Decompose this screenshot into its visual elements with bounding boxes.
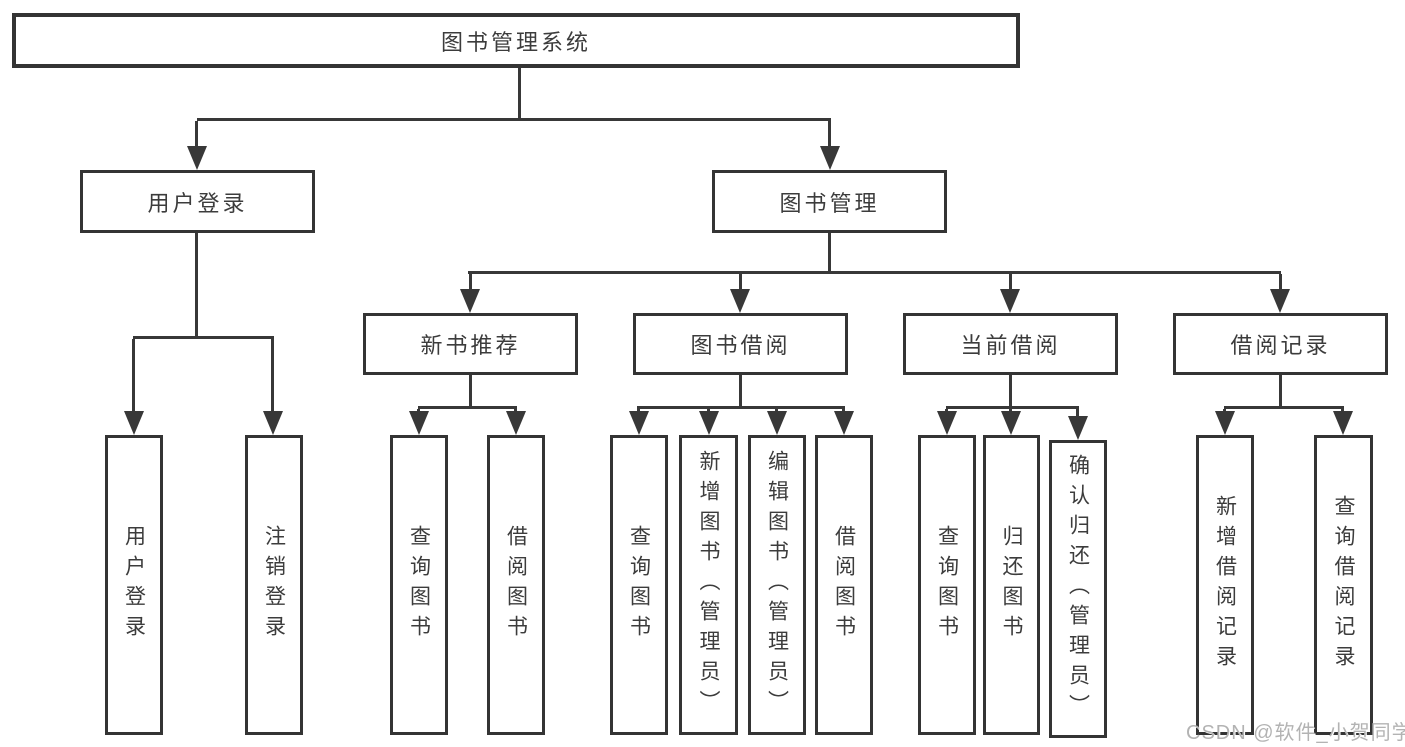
connector-line <box>946 406 1079 409</box>
arrow-down-icon <box>1270 289 1290 313</box>
leaf-query-books-1-label: 查询图书 <box>407 525 431 645</box>
leaf-borrow-books-2-label: 借阅图书 <box>832 525 856 645</box>
connector-line <box>637 406 845 409</box>
node-book-borrowing-label: 图书借阅 <box>690 333 791 358</box>
leaf-borrow-books-1-label: 借阅图书 <box>504 525 528 645</box>
leaf-add-books-admin-label: 新增图书（管理员） <box>697 450 720 720</box>
connector-line <box>418 406 517 409</box>
node-current-borrowing: 当前借阅 <box>903 313 1118 375</box>
connector-line <box>132 339 135 413</box>
connector-line <box>1009 274 1012 292</box>
node-root-label: 图书管理系统 <box>440 29 591 55</box>
watermark: CSDN @软件_小贺同学 <box>1186 722 1405 744</box>
connector-line <box>469 274 472 292</box>
connector-line <box>518 68 521 118</box>
connector-line <box>1009 375 1012 409</box>
arrow-down-icon <box>629 411 649 435</box>
leaf-logout-label: 注销登录 <box>262 525 286 645</box>
leaf-query-books-3-label: 查询图书 <box>935 525 959 645</box>
node-new-book-recommend: 新书推荐 <box>363 313 578 375</box>
leaf-edit-books-admin: 编辑图书（管理员） <box>748 435 806 735</box>
leaf-confirm-return-admin: 确认归还（管理员） <box>1049 440 1107 738</box>
connector-line <box>739 274 742 292</box>
leaf-query-books-2: 查询图书 <box>610 435 668 735</box>
leaf-return-books: 归还图书 <box>983 435 1040 735</box>
node-book-management: 图书管理 <box>712 170 947 233</box>
connector-line <box>195 233 198 339</box>
arrow-down-icon <box>1001 411 1021 435</box>
arrow-down-icon <box>730 289 750 313</box>
arrow-down-icon <box>699 411 719 435</box>
leaf-user-login-label: 用户登录 <box>122 525 146 645</box>
leaf-query-books-3: 查询图书 <box>918 435 976 735</box>
connector-line <box>828 121 831 149</box>
leaf-add-borrow-record-label: 新增借阅记录 <box>1213 495 1237 675</box>
leaf-add-borrow-record: 新增借阅记录 <box>1196 435 1254 735</box>
connector-line <box>469 375 472 409</box>
node-borrow-records: 借阅记录 <box>1173 313 1388 375</box>
node-user-login-branch-label: 用户登录 <box>147 190 248 216</box>
connector-line <box>828 233 831 274</box>
arrow-down-icon <box>409 411 429 435</box>
connector-line <box>739 375 742 409</box>
arrow-down-icon <box>1068 416 1088 440</box>
leaf-user-login: 用户登录 <box>105 435 163 735</box>
leaf-query-books-1: 查询图书 <box>390 435 448 735</box>
leaf-borrow-books-1: 借阅图书 <box>487 435 545 735</box>
arrow-down-icon <box>1000 289 1020 313</box>
arrow-down-icon <box>124 411 144 435</box>
arrow-down-icon <box>187 146 207 170</box>
leaf-return-books-label: 归还图书 <box>1000 525 1023 645</box>
leaf-borrow-books-2: 借阅图书 <box>815 435 873 735</box>
connector-line <box>468 271 1281 274</box>
node-book-borrowing: 图书借阅 <box>633 313 848 375</box>
arrow-down-icon <box>820 146 840 170</box>
arrow-down-icon <box>834 411 854 435</box>
node-root: 图书管理系统 <box>12 13 1020 68</box>
connector-line <box>1279 375 1282 409</box>
arrow-down-icon <box>1215 411 1235 435</box>
connector-line <box>1076 409 1079 419</box>
leaf-logout: 注销登录 <box>245 435 303 735</box>
connector-line <box>195 121 198 149</box>
leaf-add-books-admin: 新增图书（管理员） <box>679 435 738 735</box>
connector-line <box>197 118 831 121</box>
node-current-borrowing-label: 当前借阅 <box>960 333 1061 358</box>
node-borrow-records-label: 借阅记录 <box>1230 333 1331 358</box>
leaf-query-borrow-record: 查询借阅记录 <box>1314 435 1373 735</box>
connector-line <box>1279 274 1282 292</box>
arrow-down-icon <box>506 411 526 435</box>
leaf-edit-books-admin-label: 编辑图书（管理员） <box>765 450 789 720</box>
arrow-down-icon <box>767 411 787 435</box>
arrow-down-icon <box>937 411 957 435</box>
node-user-login-branch: 用户登录 <box>80 170 315 233</box>
leaf-confirm-return-admin-label: 确认归还（管理员） <box>1066 454 1090 724</box>
node-book-management-label: 图书管理 <box>779 190 880 216</box>
leaf-query-books-2-label: 查询图书 <box>627 525 651 645</box>
arrow-down-icon <box>1333 411 1353 435</box>
arrow-down-icon <box>263 411 283 435</box>
leaf-query-borrow-record-label: 查询借阅记录 <box>1332 495 1355 675</box>
node-new-book-recommend-label: 新书推荐 <box>420 333 521 358</box>
connector-line <box>133 336 274 339</box>
connector-line <box>271 339 274 413</box>
arrow-down-icon <box>460 289 480 313</box>
connector-line <box>1224 406 1344 409</box>
